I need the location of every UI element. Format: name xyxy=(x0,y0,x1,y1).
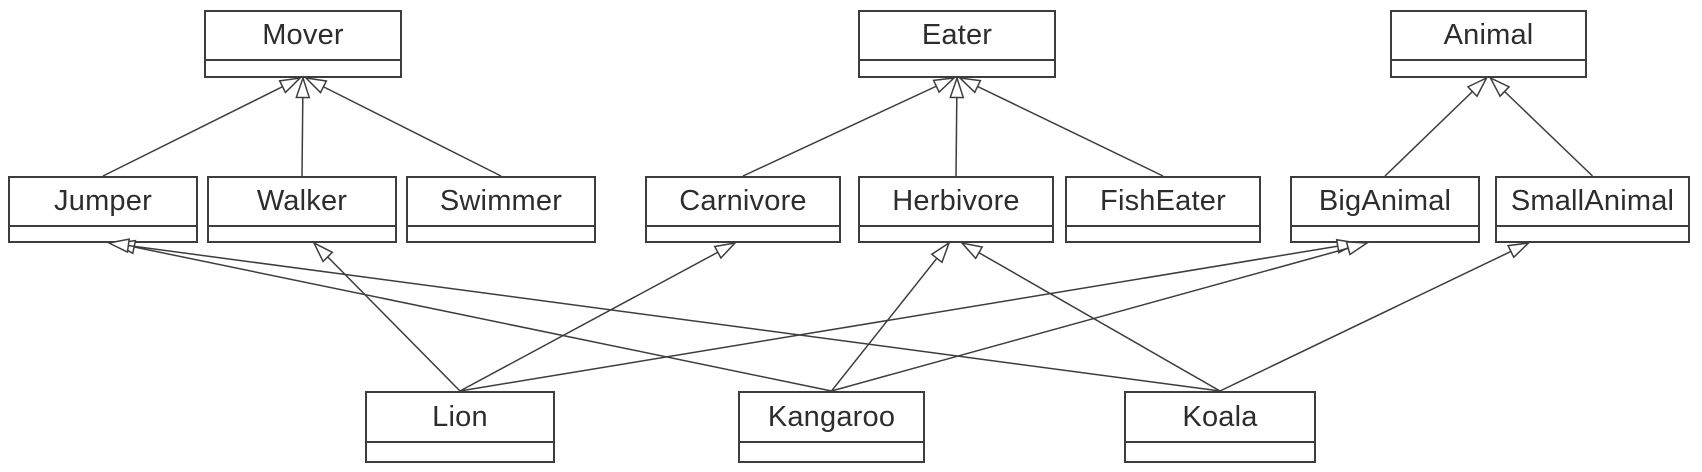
class-name-label: Swimmer xyxy=(439,185,563,217)
inheritance-edge-carnivore-to-eater xyxy=(742,77,957,177)
class-name-label: Eater xyxy=(921,19,993,51)
empty-members-compartment xyxy=(1497,225,1688,241)
class-box-koala: Koala xyxy=(1124,391,1316,463)
inheritance-edge-smallanimal-to-animal xyxy=(1488,76,1594,177)
class-box-eater: Eater xyxy=(858,10,1056,78)
inheritance-edge-lion-to-walker xyxy=(312,241,461,392)
empty-members-compartment xyxy=(209,225,395,241)
empty-members-compartment xyxy=(367,441,553,461)
class-box-swimmer: Swimmer xyxy=(406,176,596,243)
class-name-label: Animal xyxy=(1443,19,1534,51)
class-box-biganimal: BigAnimal xyxy=(1290,176,1480,243)
class-box-walker: Walker xyxy=(207,176,397,243)
empty-members-compartment xyxy=(408,225,594,241)
inheritance-edge-kangaroo-to-jumper xyxy=(112,239,832,392)
empty-members-compartment xyxy=(1126,441,1314,461)
inheritance-edge-jumper-to-mover xyxy=(102,76,303,177)
class-box-carnivore: Carnivore xyxy=(645,176,841,243)
class-name-label: Mover xyxy=(262,19,344,51)
inheritance-edge-koala-to-jumper xyxy=(106,238,1221,392)
class-box-jumper: Jumper xyxy=(8,176,198,243)
class-name-label: SmallAnimal xyxy=(1510,185,1675,217)
empty-members-compartment xyxy=(647,225,839,241)
class-box-lion: Lion xyxy=(365,391,555,463)
inheritance-edge-walker-to-mover xyxy=(295,75,311,177)
inheritance-edge-herbivore-to-eater xyxy=(949,75,965,177)
class-name-label: Koala xyxy=(1182,400,1258,433)
class-box-mover: Mover xyxy=(204,10,402,78)
inheritance-edge-lion-to-carnivore xyxy=(459,241,738,392)
class-name-label: BigAnimal xyxy=(1318,185,1452,217)
class-box-animal: Animal xyxy=(1390,10,1587,78)
empty-members-compartment xyxy=(860,59,1054,76)
class-box-fisheater: FishEater xyxy=(1065,176,1261,243)
class-name-label: Herbivore xyxy=(892,185,1020,217)
empty-members-compartment xyxy=(10,225,196,241)
class-name-label: Lion xyxy=(432,400,488,433)
class-name-label: FishEater xyxy=(1100,185,1226,217)
class-box-smallanimal: SmallAnimal xyxy=(1495,176,1690,243)
class-name-label: Carnivore xyxy=(679,185,807,217)
inheritance-edge-koala-to-herbivore xyxy=(959,241,1221,392)
class-name-label: Kangaroo xyxy=(767,400,896,433)
empty-members-compartment xyxy=(860,225,1052,241)
class-box-kangaroo: Kangaroo xyxy=(738,391,925,463)
empty-members-compartment xyxy=(1392,59,1585,76)
class-box-herbivore: Herbivore xyxy=(858,176,1054,243)
class-name-label: Walker xyxy=(256,185,348,217)
inheritance-edge-swimmer-to-mover xyxy=(303,76,502,177)
empty-members-compartment xyxy=(1067,225,1259,241)
inheritance-edge-fisheater-to-eater xyxy=(957,76,1164,177)
inheritance-edge-biganimal-to-animal xyxy=(1384,76,1489,177)
empty-members-compartment xyxy=(740,441,923,461)
inheritance-edge-koala-to-smallanimal xyxy=(1219,241,1531,392)
empty-members-compartment xyxy=(1292,225,1478,241)
inheritance-edge-lion-to-biganimal xyxy=(459,238,1360,392)
inheritance-edge-kangaroo-to-biganimal xyxy=(831,241,1370,392)
empty-members-compartment xyxy=(206,59,400,76)
inheritance-edge-kangaroo-to-herbivore xyxy=(830,241,951,392)
class-name-label: Jumper xyxy=(54,185,152,217)
